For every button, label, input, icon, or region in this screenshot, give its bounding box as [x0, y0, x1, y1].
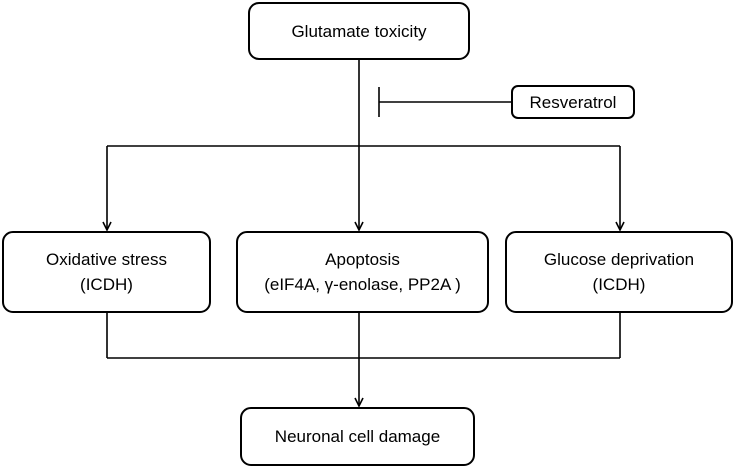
node-apoptosis-line1: Apoptosis — [325, 250, 400, 269]
node-apoptosis-line2: (eIF4A, γ-enolase, PP2A ) — [264, 275, 461, 294]
node-glucose-line2: (ICDH) — [592, 275, 646, 294]
node-oxidative-stress: Oxidative stress (ICDH) — [2, 231, 211, 313]
node-apoptosis: Apoptosis (eIF4A, γ-enolase, PP2A ) — [236, 231, 489, 313]
node-oxidative-line1: Oxidative stress — [46, 250, 167, 269]
node-resveratrol-label: Resveratrol — [529, 92, 617, 112]
node-oxidative-line2: (ICDH) — [80, 275, 133, 294]
node-glutamate-toxicity: Glutamate toxicity — [248, 2, 470, 60]
node-neuronal-label: Neuronal cell damage — [274, 427, 441, 446]
node-glutamate-label: Glutamate toxicity — [291, 21, 427, 41]
node-glucose-deprivation: Glucose deprivation (ICDH) — [505, 231, 733, 313]
node-resveratrol: Resveratrol — [511, 85, 635, 119]
node-glucose-line1: Glucose deprivation — [543, 250, 695, 269]
node-neuronal-cell-damage: Neuronal cell damage — [240, 407, 475, 466]
